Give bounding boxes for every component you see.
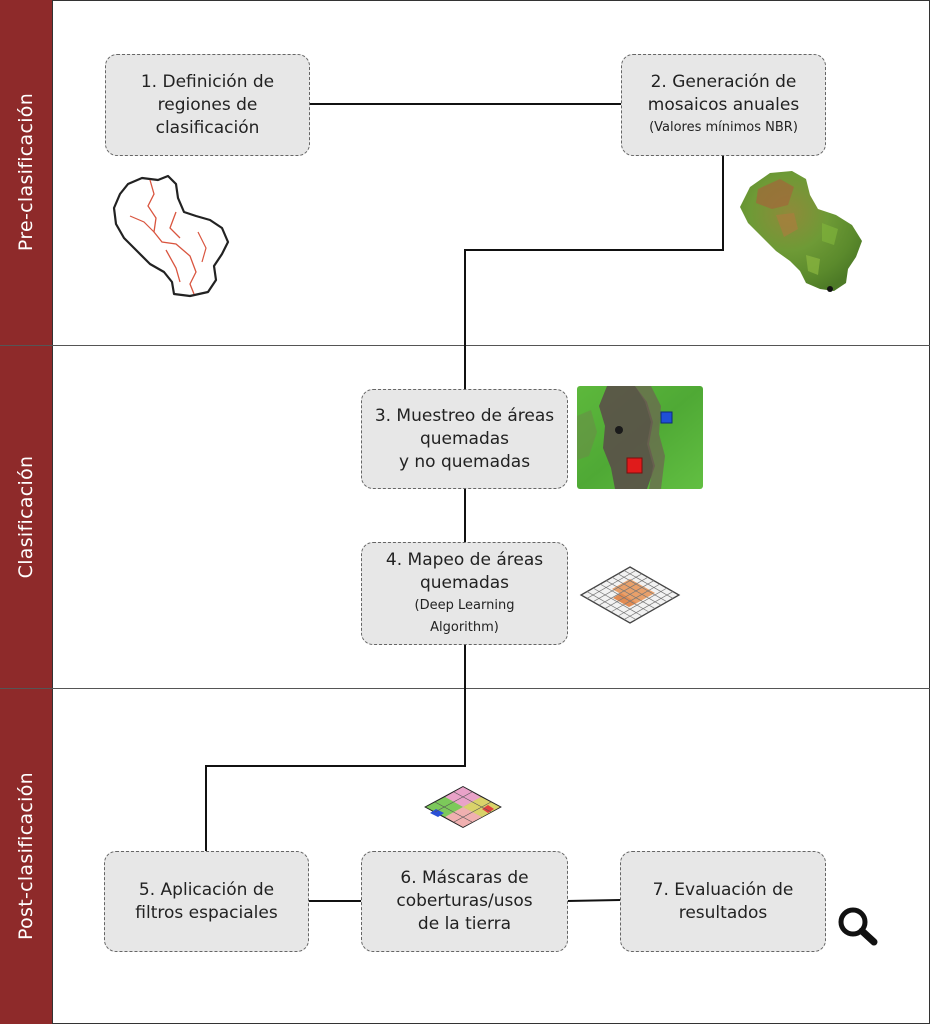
step-1-box: 1. Definición de regiones de clasificaci… [105, 54, 310, 156]
step-6-line-1: 6. Máscaras de [400, 868, 529, 888]
step-7-box: 7. Evaluación de resultados [620, 851, 826, 952]
paraguay-mosaic-map-icon [740, 171, 862, 292]
stage-band-post: Post-clasificación [0, 688, 52, 1024]
stage-band-classification: Clasificación [0, 345, 52, 688]
paraguay-regions-map-icon [112, 174, 230, 298]
satellite-sample-image-icon [577, 386, 703, 489]
step-2-line-2: mosaicos anuales [647, 95, 800, 115]
classification-grid-icon [579, 566, 681, 624]
step-4-line-1: 4. Mapeo de áreas [385, 549, 544, 570]
step-6-line-3: de la tierra [417, 914, 512, 934]
connector-2-3 [464, 156, 724, 390]
stage-band-pre: Pre-clasificación [0, 0, 52, 345]
step-3-line-3: y no quemadas [398, 451, 531, 472]
step-5-box: 5. Aplicación de filtros espaciales [104, 851, 309, 952]
step-4-line-2: quemadas [419, 572, 510, 593]
step-2-line-1: 2. Generación de [650, 72, 797, 92]
step-3-line-1: 3. Muestreo de áreas [374, 405, 555, 426]
step-7-line-2: resultados [678, 902, 768, 923]
band-divider [52, 0, 53, 1024]
step-3-line-2: quemadas [419, 428, 510, 449]
step-6-line-2: coberturas/usos [396, 891, 533, 911]
burned-sample-marker [626, 457, 643, 474]
step-4-note-1: (Deep Learning [414, 597, 515, 613]
step-1-line-1: 1. Definición de [140, 71, 275, 92]
step-6-box: 6. Máscaras de coberturas/usos de la tie… [361, 851, 568, 952]
unburned-sample-marker [660, 411, 673, 424]
step-5-line-1: 5. Aplicación de [138, 879, 275, 900]
step-4-box: 4. Mapeo de áreas quemadas (Deep Learnin… [361, 542, 568, 645]
step-1-line-2: regiones de [157, 94, 258, 115]
step-2-box: 2. Generación de mosaicos anuales (Valor… [621, 54, 826, 156]
connector-6-7 [566, 899, 621, 902]
land-use-mask-grid-icon [424, 785, 502, 829]
step-4-note-2: Algorithm) [430, 619, 499, 635]
step-5-line-2: filtros espaciales [135, 902, 278, 923]
step-2-note: (Valores mínimos NBR) [649, 120, 798, 135]
step-7-line-1: 7. Evaluación de [652, 879, 794, 900]
connector-4-5 [205, 645, 466, 851]
magnifier-icon [838, 907, 878, 946]
step-1-line-3: clasificación [155, 117, 260, 138]
step-3-box: 3. Muestreo de áreas quemadas y no quema… [361, 389, 568, 489]
